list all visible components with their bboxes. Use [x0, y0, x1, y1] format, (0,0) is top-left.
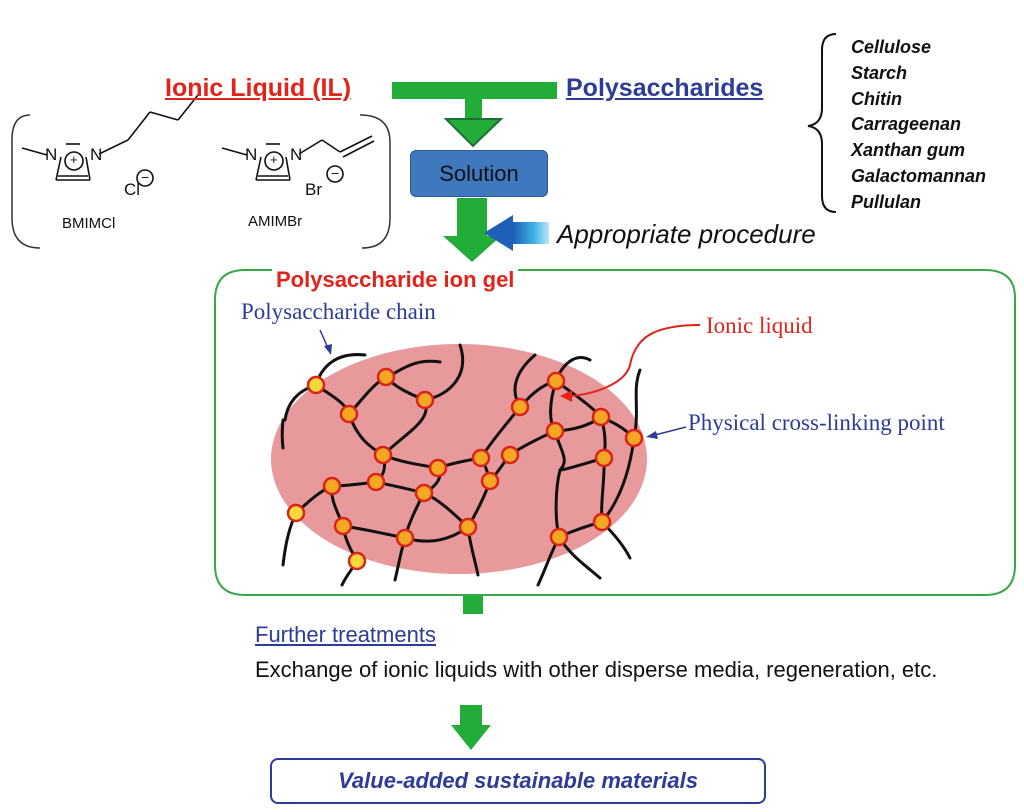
amim-plus: + — [270, 152, 278, 167]
ionic-liquid-title: Ionic Liquid (IL) — [165, 74, 352, 102]
chain-label: Polysaccharide chain — [241, 299, 436, 324]
list-item: Chitin — [851, 88, 902, 109]
bmim-n-right: N — [90, 145, 103, 164]
gel-to-further-arrow — [463, 596, 483, 614]
amim-anion: Br — [305, 180, 322, 199]
chemicals-bracket — [11, 114, 391, 249]
bmim-plus: + — [70, 152, 78, 167]
polysaccharide-list: Cellulose Starch Chitin Carrageenan Xant… — [851, 35, 986, 216]
polysaccharide-brace — [807, 33, 837, 213]
ionic-liquid-label: Ionic liquid — [706, 313, 813, 338]
list-item: Cellulose — [851, 37, 932, 57]
list-item: Pullulan — [851, 191, 922, 212]
further-title: Further treatments — [255, 622, 436, 647]
amimbr-structure — [221, 135, 375, 183]
bmimcl-label: BMIMCl — [62, 215, 116, 232]
bmim-minus: − — [141, 169, 150, 185]
crosslink-label: Physical cross-linking point — [688, 410, 945, 435]
list-item: Starch — [851, 62, 908, 83]
list-item: Carrageenan — [851, 114, 962, 135]
gel-title: Polysaccharide ion gel — [272, 267, 519, 293]
gel-blob — [271, 344, 647, 574]
amim-n-left: N — [245, 145, 258, 164]
polysaccharides-title: Polysaccharides — [566, 74, 764, 102]
amim-minus: − — [331, 165, 340, 181]
procedure-arrow — [484, 215, 549, 251]
merge-arrow — [392, 82, 557, 148]
output-box: Value-added sustainable materials — [270, 758, 766, 804]
procedure-label: Appropriate procedure — [557, 219, 816, 249]
solution-to-gel-arrow — [443, 198, 501, 262]
amimbr-label: AMIMBr — [248, 213, 303, 230]
further-to-output-arrow — [451, 705, 491, 750]
bmimcl-structure — [21, 94, 199, 187]
crosslink-nodes — [286, 367, 644, 571]
bmim-n-left: N — [45, 145, 58, 164]
list-item: Galactomannan — [851, 165, 987, 186]
list-item: Xanthan gum — [851, 140, 966, 161]
amim-n-right: N — [290, 145, 303, 164]
gel-frame — [214, 269, 1016, 596]
label-pointers — [319, 324, 701, 439]
solution-box: Solution — [410, 150, 548, 197]
bmim-anion: Cl — [124, 180, 141, 199]
further-description: Exchange of ionic liquids with other dis… — [255, 657, 938, 682]
